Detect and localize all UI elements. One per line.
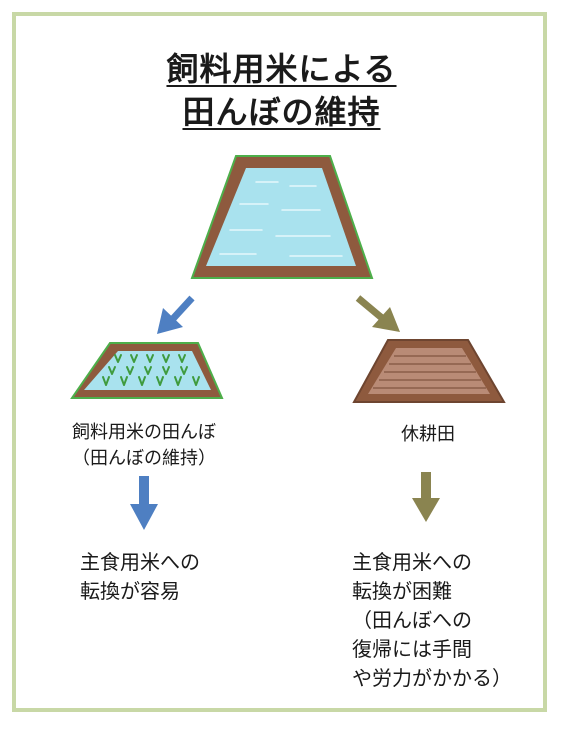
arrow-down-icon <box>412 472 440 522</box>
right-result-line-1: 主食用米への <box>352 550 472 574</box>
left-result-text: 主食用米への 転換が容易 <box>80 548 200 606</box>
title-line-2: 田んぼの維持 <box>182 93 381 131</box>
right-result-line-2: 転換が困難 <box>352 579 452 603</box>
title-line-1: 飼料用米による <box>166 50 397 88</box>
fallow-field-icon <box>352 339 506 403</box>
right-result-line-4: 復帰には手間 <box>352 637 472 661</box>
right-result-line-3: （田んぼへの <box>352 608 472 632</box>
right-result-line-5: や労力がかかる） <box>352 666 512 690</box>
left-result-line-1: 主食用米への <box>80 550 200 574</box>
left-result-line-2: 転換が容易 <box>80 579 180 603</box>
right-label-line-1: 休耕田 <box>401 424 455 445</box>
right-result-text: 主食用米への 転換が困難 （田んぼへの 復帰には手間 や労力がかかる） <box>352 548 512 693</box>
arrow-down-left-icon <box>157 295 195 334</box>
rice-paddy-icon <box>70 342 224 399</box>
left-label-line-2: （田んぼの維持） <box>72 448 216 469</box>
arrow-down-icon <box>130 476 158 530</box>
arrow-down-right-icon <box>355 295 400 332</box>
paddy-field-icon <box>190 155 374 279</box>
left-label-line-1: 飼料用米の田んぼ <box>72 422 216 443</box>
left-field-label: 飼料用米の田んぼ （田んぼの維持） <box>44 420 244 472</box>
right-field-label: 休耕田 <box>378 422 478 448</box>
